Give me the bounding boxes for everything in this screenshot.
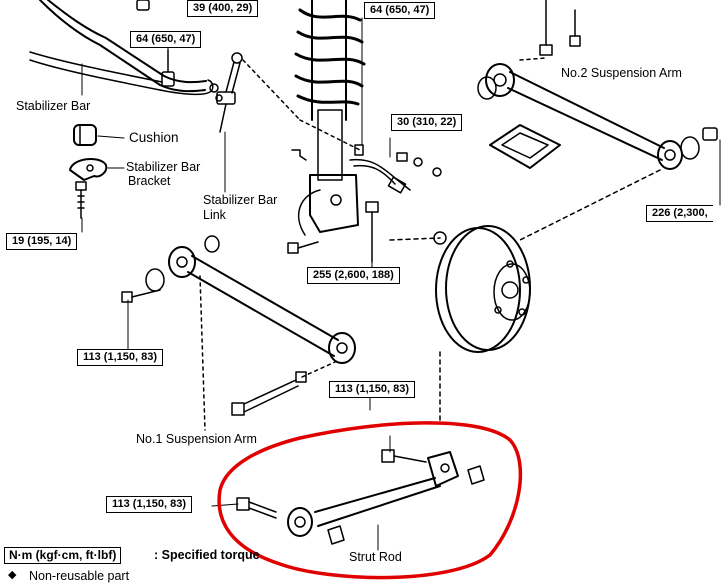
label-stabilizer-bar: Stabilizer Bar xyxy=(16,99,91,113)
stabilizer-bar-shape xyxy=(29,0,219,96)
cushion-icon xyxy=(73,124,97,146)
torque-box-64-left: 64 (650, 47) xyxy=(130,31,202,48)
torque-box-64-top: 64 (650, 47) xyxy=(364,2,436,19)
brake-hose xyxy=(349,144,411,194)
axle-hub xyxy=(389,225,531,421)
torque-box-255: 255 (2,600, 188) xyxy=(307,267,400,284)
coil-spring-strut xyxy=(294,0,366,236)
bolt-255 xyxy=(287,201,379,263)
strut-rod-shape xyxy=(236,449,485,545)
no2-suspension-arm-shape xyxy=(477,0,718,241)
bolt-19 xyxy=(75,181,87,219)
torque-box-39: 39 (400, 29) xyxy=(187,0,259,17)
label-no2-suspension-arm: No.2 Suspension Arm xyxy=(561,66,682,80)
torque-box-113-left: 113 (1,150, 83) xyxy=(77,349,164,366)
rear-plate xyxy=(489,124,561,169)
legend-unit-desc: : Specified torque xyxy=(154,548,260,562)
torque-box-30: 30 (310, 22) xyxy=(391,114,463,131)
label-cushion: Cushion xyxy=(129,130,179,145)
label-stabilizer-bar-link-line1: Stabilizer Bar xyxy=(203,193,278,207)
label-stabilizer-bar-link-line2: Link xyxy=(203,208,226,222)
legend-nonreusable-desc: Non-reusable part xyxy=(29,569,130,583)
leader-lines xyxy=(81,17,721,551)
torque-box-113-strut: 113 (1,150, 83) xyxy=(106,496,193,513)
torque-box-19: 19 (195, 14) xyxy=(6,233,78,250)
label-no1-suspension-arm: No.1 Suspension Arm xyxy=(136,432,257,446)
stabilizer-link-shape xyxy=(215,52,361,151)
legend-unit-box: N·m (kgf·cm, ft·lbf) xyxy=(4,547,122,564)
no1-suspension-arm-shape xyxy=(121,235,356,431)
torque-box-113-mid: 113 (1,150, 83) xyxy=(329,381,416,398)
label-stabilizer-bar-bracket-line1: Stabilizer Bar xyxy=(126,160,201,174)
small-parts-30 xyxy=(291,149,442,177)
legend-nonreusable-icon: ◆ xyxy=(8,569,17,581)
bolt-113-mid xyxy=(231,361,336,416)
bracket-icon xyxy=(69,158,108,181)
torque-box-226: 226 (2,300, xyxy=(646,205,713,222)
label-stabilizer-bar-bracket-line2: Bracket xyxy=(128,174,171,188)
small-nuts xyxy=(136,0,175,87)
label-strut-rod: Strut Rod xyxy=(349,550,402,564)
